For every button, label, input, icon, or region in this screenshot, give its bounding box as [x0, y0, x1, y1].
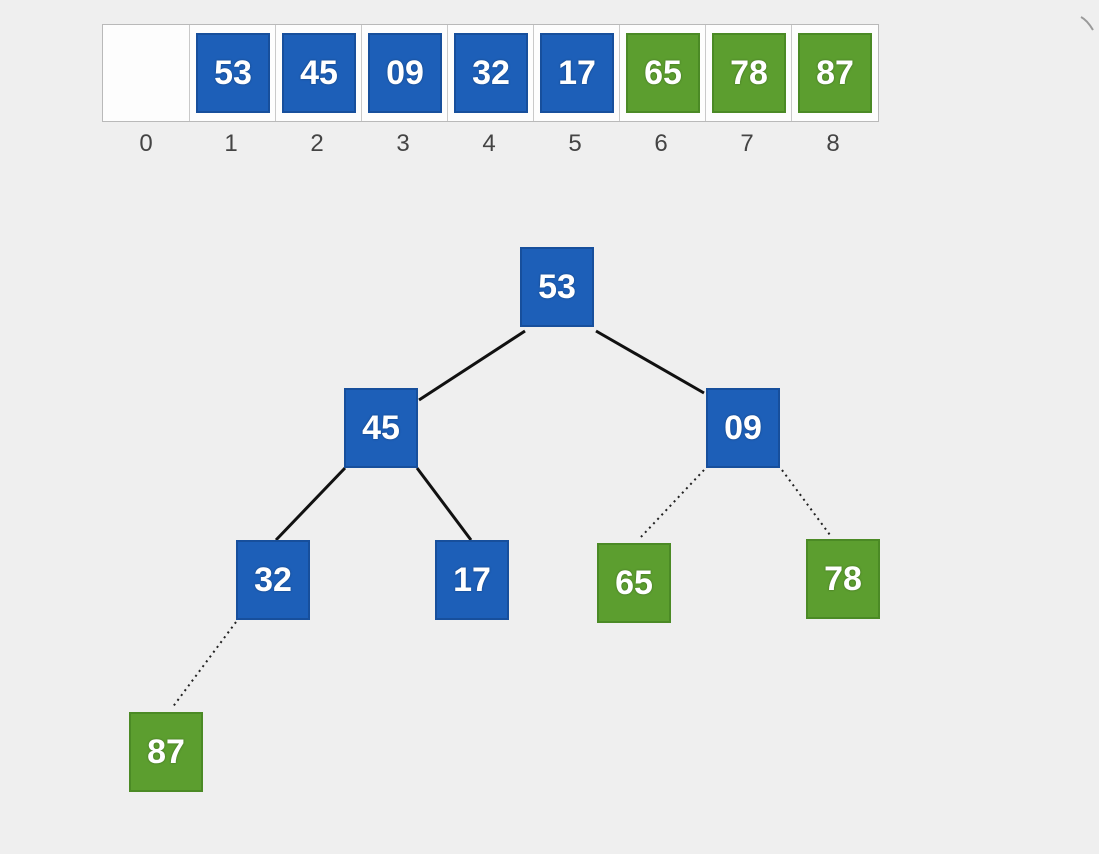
array-value-5: 17 — [540, 33, 614, 113]
array-cell-6: 65 — [619, 25, 705, 121]
array-value-6: 65 — [626, 33, 700, 113]
array-index-0: 0 — [139, 130, 153, 157]
edge-53-45 — [418, 329, 526, 402]
tree-node-17: 17 — [435, 540, 509, 620]
edge-09-78 — [781, 469, 831, 536]
array-value-1: 53 — [196, 33, 270, 113]
array-index-6: 6 — [654, 130, 668, 157]
array-value-3: 09 — [368, 33, 442, 113]
tree-node-32: 32 — [236, 540, 310, 620]
array-cell-2: 45 — [275, 25, 361, 121]
array-cell-5: 17 — [533, 25, 619, 121]
array-index-5: 5 — [568, 130, 582, 157]
array-cell-7: 78 — [705, 25, 791, 121]
array-value-8: 87 — [798, 33, 872, 113]
array-value-7: 78 — [712, 33, 786, 113]
corner-mark-icon — [1080, 16, 1094, 31]
array-cell-8: 87 — [791, 25, 877, 121]
array-index-4: 4 — [482, 130, 496, 157]
edge-09-65 — [639, 469, 705, 539]
array-index-2: 2 — [310, 130, 324, 157]
array-value-4: 32 — [454, 33, 528, 113]
tree-node-45: 45 — [344, 388, 418, 468]
edge-53-09 — [595, 329, 705, 395]
tree-node-65: 65 — [597, 543, 671, 623]
array-cell-3: 09 — [361, 25, 447, 121]
tree-node-78: 78 — [806, 539, 880, 619]
edge-45-17 — [415, 467, 473, 541]
array-strip: 53 45 09 32 17 65 78 87 — [102, 24, 879, 122]
array-value-2: 45 — [282, 33, 356, 113]
array-cell-4: 32 — [447, 25, 533, 121]
array-index-1: 1 — [224, 130, 238, 157]
edge-32-87 — [171, 621, 237, 709]
tree-node-09: 09 — [706, 388, 780, 468]
array-index-8: 8 — [826, 130, 840, 157]
tree-node-87: 87 — [129, 712, 203, 792]
tree-node-53: 53 — [520, 247, 594, 327]
array-index-7: 7 — [740, 130, 754, 157]
array-cell-1: 53 — [189, 25, 275, 121]
edge-45-32 — [274, 466, 347, 542]
array-index-3: 3 — [396, 130, 410, 157]
